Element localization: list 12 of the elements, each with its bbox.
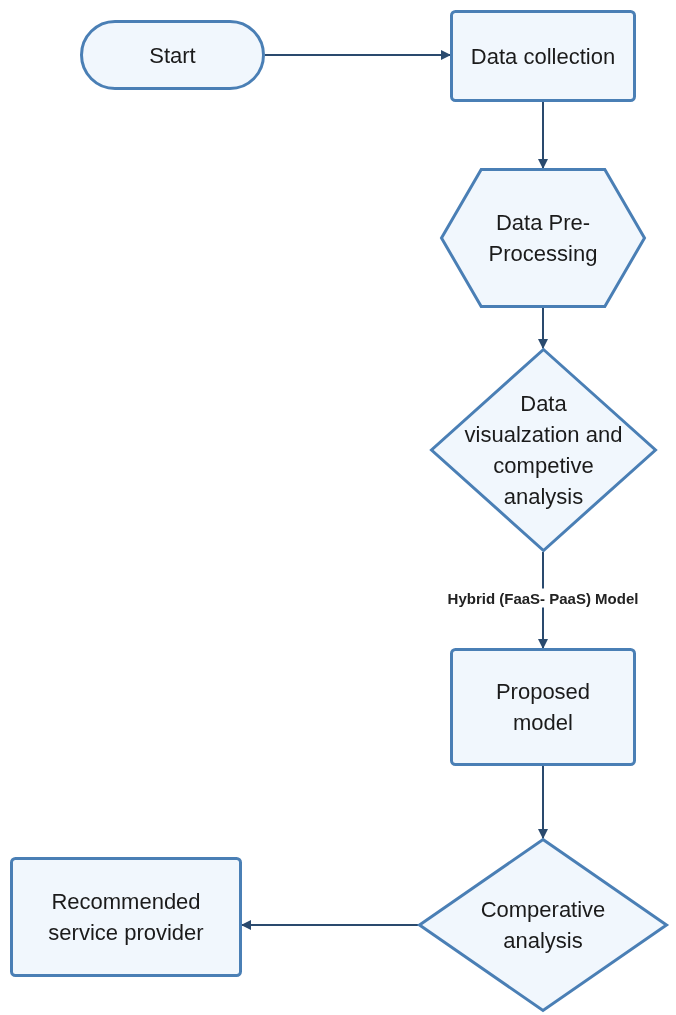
node-label: Recommended service provider: [47, 888, 205, 947]
arrow: [538, 307, 548, 349]
node-label: Comperative analysis: [479, 896, 607, 955]
node-label: Proposed model: [494, 678, 592, 737]
node-label: Data visualzation and competive analysis: [463, 390, 624, 511]
arrow: [264, 50, 451, 60]
node-label: Data Pre-Processing: [487, 209, 599, 268]
arrow: [241, 920, 419, 930]
node-label: Start: [149, 41, 196, 70]
arrow: [538, 765, 548, 839]
node-label: Data collection: [470, 42, 616, 71]
arrow: [538, 101, 548, 169]
